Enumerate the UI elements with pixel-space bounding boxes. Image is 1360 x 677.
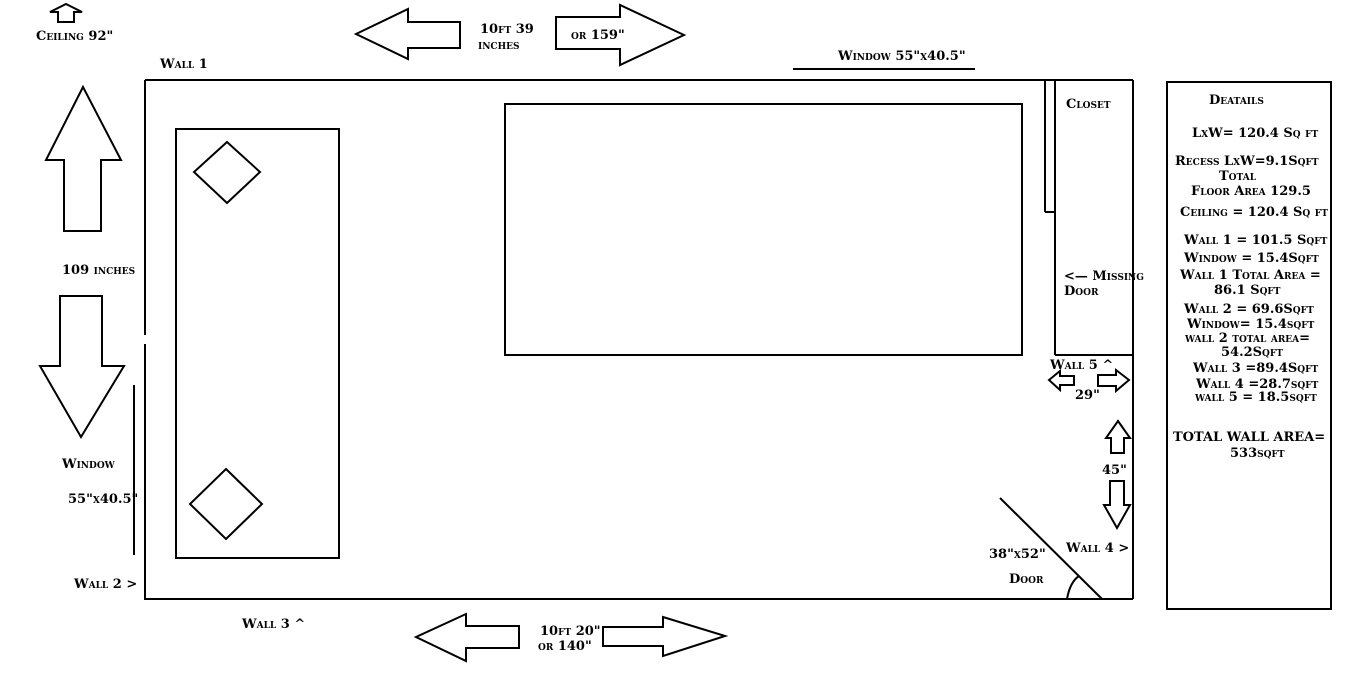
details-line-8: Wall 1 Total Area = xyxy=(1179,268,1321,283)
left-down-arrow-icon xyxy=(38,295,126,439)
ceiling-arrow-icon xyxy=(49,2,83,23)
wall-5-dimension: 29" xyxy=(1075,388,1100,403)
details-line-11: Window= 15.4sqft xyxy=(1186,317,1315,332)
details-line-16: wall 5 = 18.5sqft xyxy=(1194,390,1317,405)
details-line-13: 54.2Sqft xyxy=(1221,345,1283,360)
details-line-9: 86.1 Sqft xyxy=(1214,283,1281,298)
wall-4-down-arrow-icon xyxy=(1102,480,1132,531)
details-panel xyxy=(1166,81,1332,610)
details-line-15: Wall 4 =28.7sqft xyxy=(1195,377,1319,392)
bottom-dimension-line2: or 140" xyxy=(538,639,592,654)
wall-5-right-arrow-icon xyxy=(1097,367,1131,394)
height-dimension-label: 109 inches xyxy=(62,263,135,278)
top-left-arrow-icon xyxy=(353,7,461,61)
bed-furniture xyxy=(175,128,340,559)
door-swing-arc xyxy=(1066,575,1080,600)
closet-label: Closet xyxy=(1066,97,1111,112)
wall-5-label: Wall 5 ^ xyxy=(1049,358,1113,373)
ceiling-label: Ceiling 92" xyxy=(36,29,113,44)
large-furniture-rect xyxy=(504,103,1023,356)
details-line-6: Wall 1 = 101.5 Sqft xyxy=(1183,233,1328,248)
top-dimension-alt: or 159" xyxy=(571,28,625,43)
details-line-4: Floor Area 129.5 xyxy=(1191,184,1311,199)
details-title: Deatails xyxy=(1209,93,1264,108)
wall-5-left-arrow-icon xyxy=(1047,368,1075,393)
bottom-right-arrow-icon xyxy=(602,615,729,658)
details-line-1: LxW= 120.4 Sq ft xyxy=(1192,126,1319,141)
missing-door-label-2: Door xyxy=(1064,284,1099,299)
bottom-left-arrow-icon xyxy=(413,612,520,663)
details-line-5: Ceiling = 120.4 Sq ft xyxy=(1180,205,1328,220)
wall-1-label: Wall 1 xyxy=(159,57,208,72)
door-swing-line xyxy=(999,497,1103,600)
door-label: Door xyxy=(1009,572,1044,587)
wall-4-label: Wall 4 > xyxy=(1065,541,1129,556)
details-line-10: Wall 2 = 69.6Sqft xyxy=(1183,302,1314,317)
top-dimension-line2: inches xyxy=(478,38,519,53)
details-line-7: Window = 15.4Sqft xyxy=(1183,251,1319,266)
details-line-18: 533sqft xyxy=(1230,446,1285,461)
left-window-size: 55"x40.5" xyxy=(68,492,138,507)
details-line-3: Total xyxy=(1219,169,1257,184)
top-window-label: Window 55"x40.5" xyxy=(837,49,966,64)
details-line-14: Wall 3 =89.4Sqft xyxy=(1192,361,1319,376)
bottom-dimension-line1: 10ft 20" xyxy=(540,624,601,639)
missing-door-label-1: <— Missing xyxy=(1064,269,1144,284)
top-dimension-line1: 10ft 39 xyxy=(480,22,534,37)
details-line-17: TOTAL WALL AREA= xyxy=(1173,430,1325,445)
pillow-top-icon xyxy=(192,140,262,205)
details-line-2: Recess LxW=9.1Sqft xyxy=(1175,154,1319,169)
details-line-12: wall 2 total area= xyxy=(1184,331,1310,346)
left-up-arrow-icon xyxy=(44,84,123,232)
wall-4-up-arrow-icon xyxy=(1104,419,1132,454)
pillow-bottom-icon xyxy=(188,467,264,541)
wall-2-label: Wall 2 > xyxy=(73,577,137,592)
door-size-label: 38"x52" xyxy=(989,547,1046,562)
wall-4-dimension: 45" xyxy=(1102,463,1127,478)
top-right-arrow-icon xyxy=(555,3,687,67)
left-window-label: Window xyxy=(61,457,116,472)
wall-3-label: Wall 3 ^ xyxy=(241,617,305,632)
